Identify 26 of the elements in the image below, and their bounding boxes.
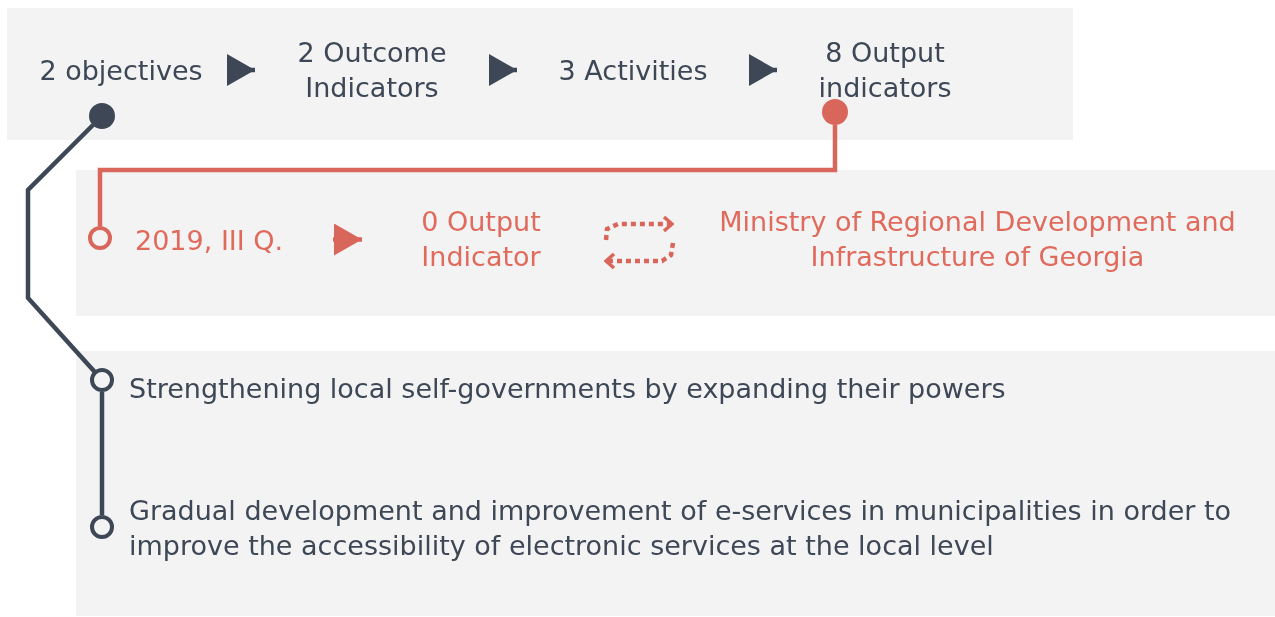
ring-marker (88, 226, 112, 250)
node-label: 2 Outcome Indicators (296, 36, 448, 105)
connector-line (97, 125, 838, 226)
ring-marker (90, 515, 114, 539)
arrow (227, 54, 255, 86)
dotted-arrow (604, 242, 676, 270)
panel-background (76, 351, 1275, 616)
panel-background (76, 170, 1275, 316)
node-label: 0 Output Indicator (420, 205, 542, 274)
node-dot (89, 103, 115, 129)
connector-line (25, 123, 97, 374)
node-label: 2019, III Q. (134, 223, 285, 258)
panel-background (7, 8, 1073, 140)
node-dot (822, 99, 848, 125)
arrow (749, 54, 777, 86)
ring-marker (90, 368, 114, 392)
node-label: Gradual development and improvement of e-services in municipalities in order to improve the accessibility of electronic services at the local level (128, 494, 1233, 563)
node-label: 3 Activities (557, 53, 709, 88)
connector-line (99, 392, 105, 515)
arrow (333, 223, 362, 256)
node-label: 8 Output indicators (817, 36, 953, 105)
node-label: Strengthening local self-governments by expanding their powers (128, 371, 1007, 406)
node-label: Ministry of Regional Development and Infrastructure of Georgia (718, 205, 1237, 274)
arrow (489, 54, 517, 86)
node-label: 2 objectives (38, 53, 204, 88)
dotted-arrow (603, 215, 674, 241)
